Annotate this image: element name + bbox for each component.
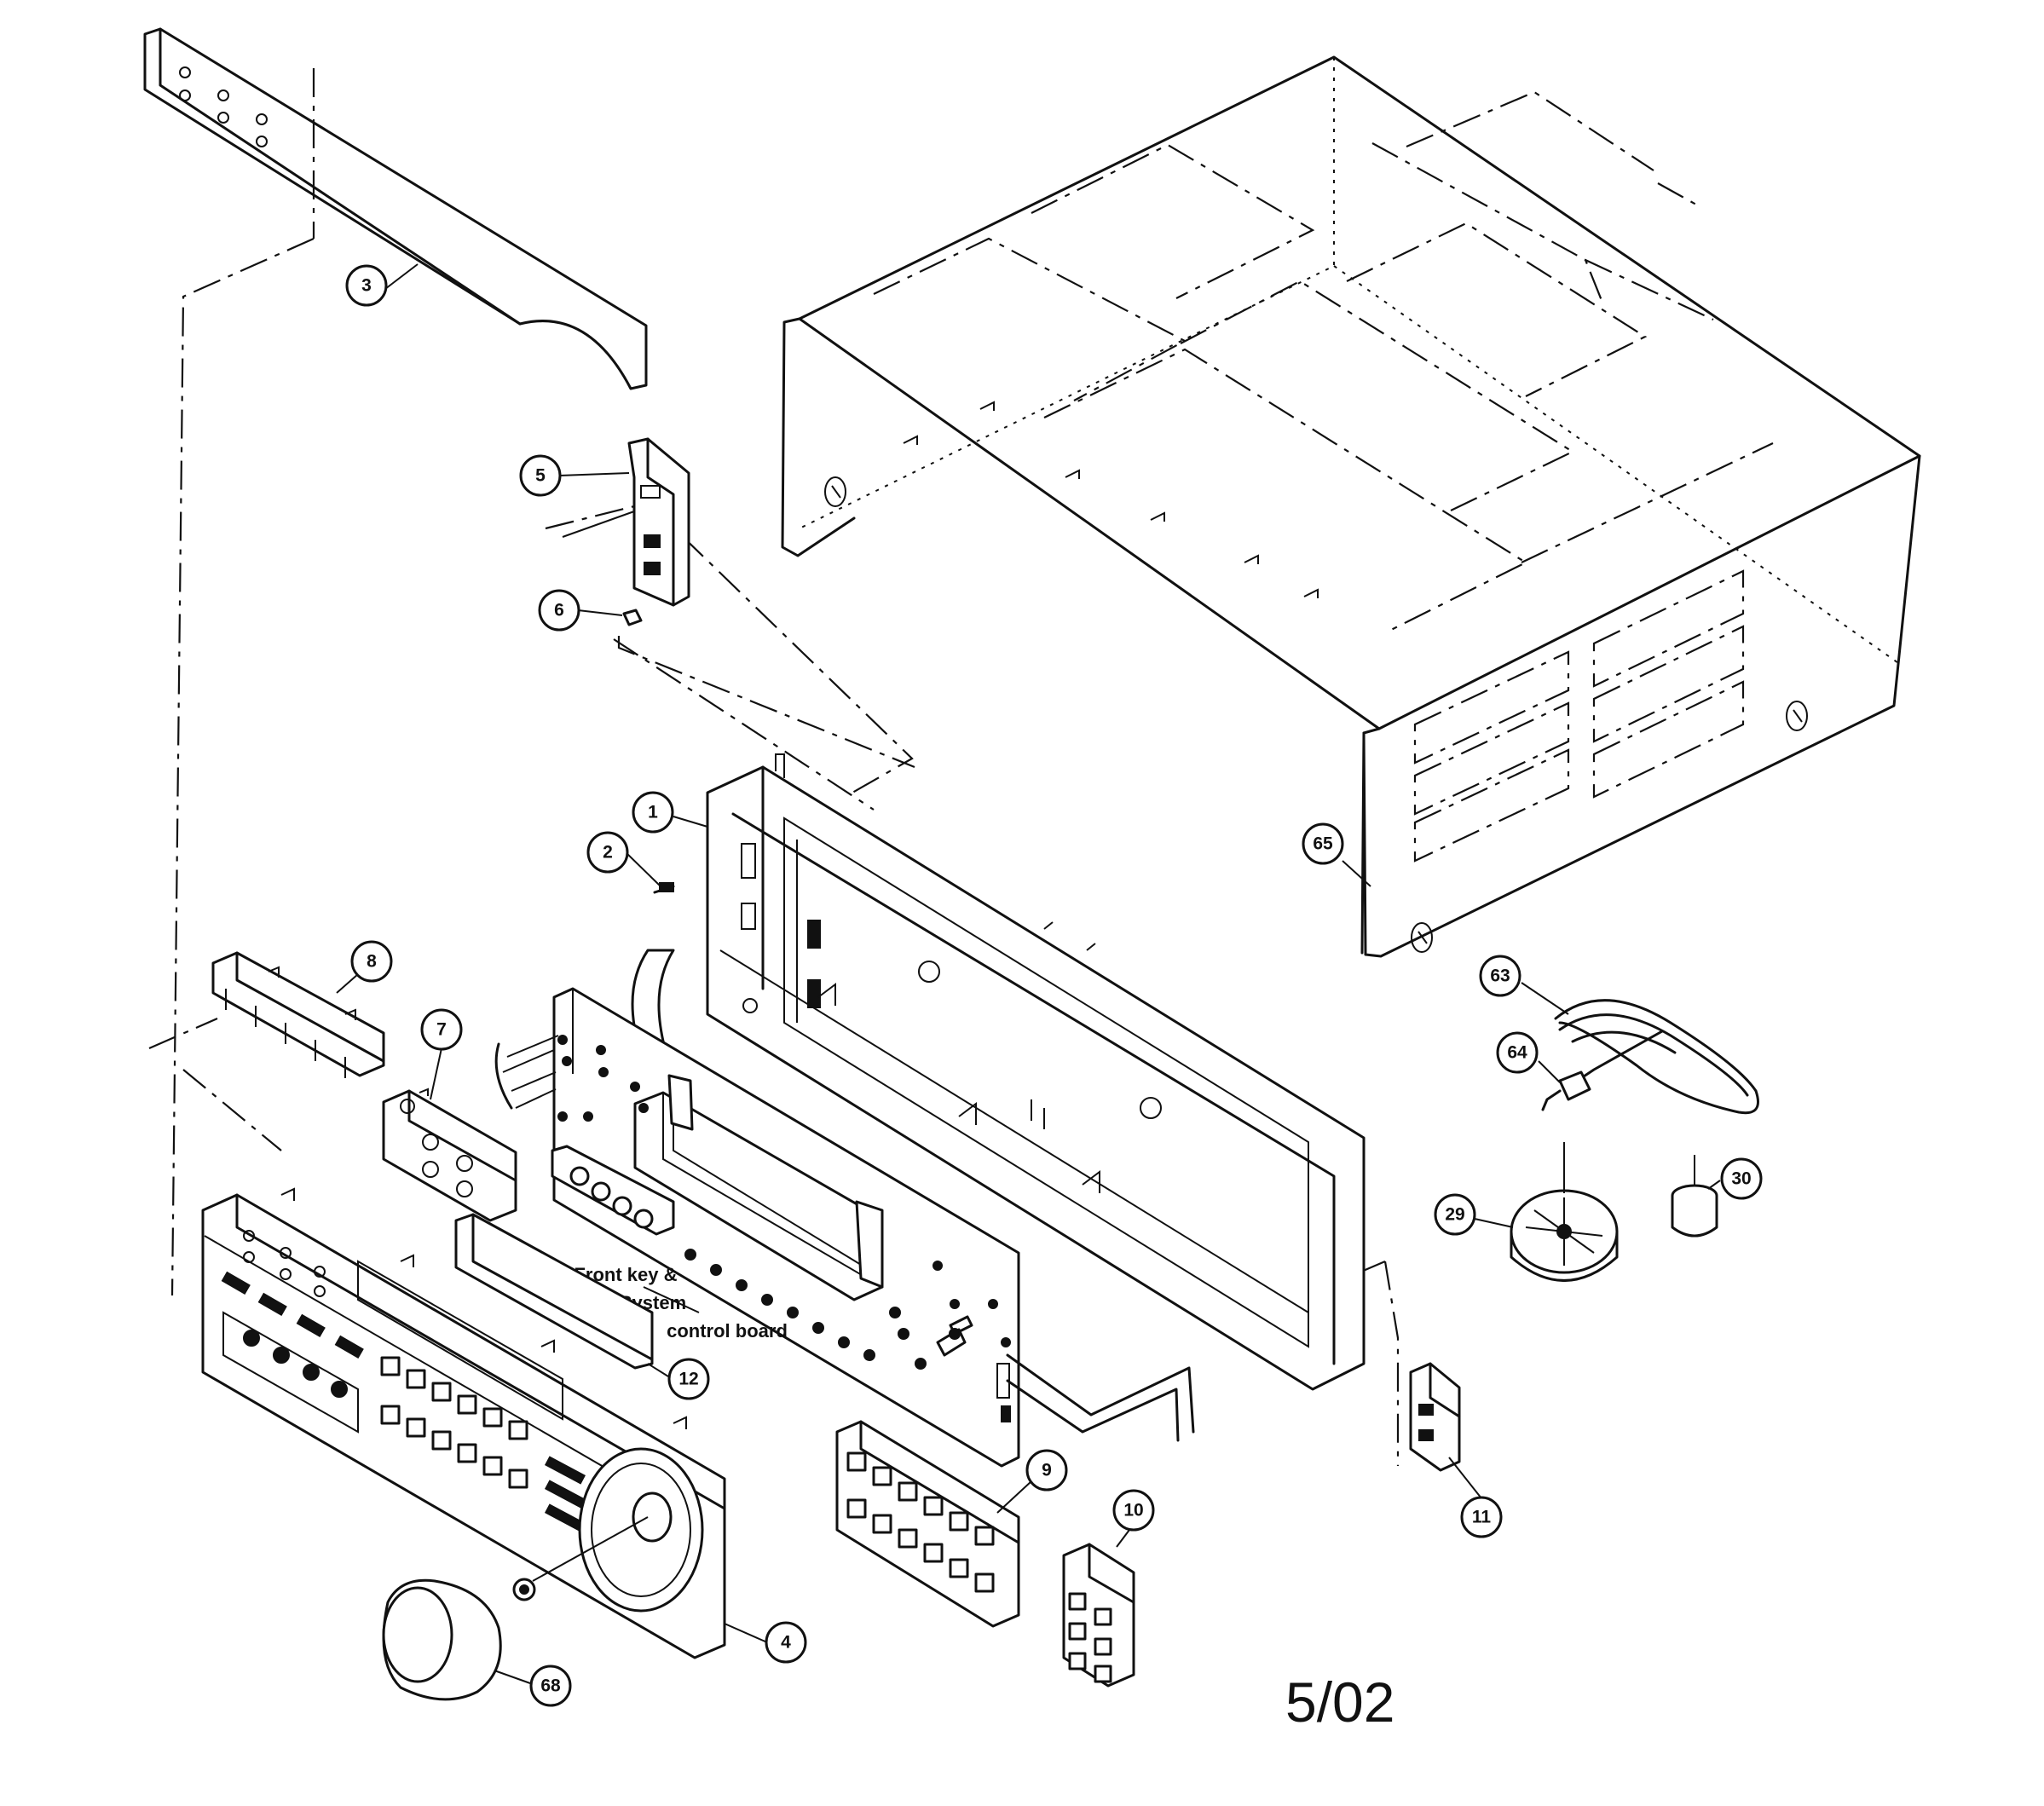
callout-65: 65 bbox=[1302, 822, 1344, 865]
svg-text:65: 65 bbox=[1313, 834, 1333, 854]
svg-text:6: 6 bbox=[554, 601, 564, 620]
svg-text:10: 10 bbox=[1123, 1501, 1143, 1520]
svg-text:30: 30 bbox=[1731, 1169, 1751, 1189]
svg-text:5: 5 bbox=[535, 466, 546, 486]
ribbon-cable bbox=[631, 949, 675, 1050]
top-bracket bbox=[143, 27, 648, 390]
callout-3: 3 bbox=[345, 264, 388, 307]
top-cover bbox=[781, 55, 1921, 958]
front-panel bbox=[201, 1187, 726, 1659]
svg-text:4: 4 bbox=[781, 1633, 791, 1653]
clip bbox=[617, 609, 915, 769]
svg-text:64: 64 bbox=[1507, 1043, 1527, 1063]
jack-holder-top bbox=[562, 437, 690, 607]
svg-text:1: 1 bbox=[648, 803, 658, 822]
svg-text:12: 12 bbox=[678, 1370, 698, 1389]
callout-6: 6 bbox=[538, 589, 580, 632]
small-button-block bbox=[1062, 1543, 1135, 1688]
display-window bbox=[454, 1213, 654, 1370]
svg-text:3: 3 bbox=[361, 276, 372, 296]
button-strip bbox=[211, 951, 385, 1078]
callout-2: 2 bbox=[586, 831, 629, 874]
screw bbox=[653, 882, 675, 894]
callout-4: 4 bbox=[765, 1621, 807, 1664]
callout-63: 63 bbox=[1479, 955, 1521, 997]
svg-text:9: 9 bbox=[1042, 1461, 1052, 1480]
board-label-line-3: control board bbox=[667, 1320, 788, 1342]
svg-text:8: 8 bbox=[367, 952, 377, 972]
callout-12: 12 bbox=[667, 1358, 710, 1400]
svg-text:63: 63 bbox=[1490, 966, 1510, 986]
power-cord bbox=[1554, 999, 1759, 1115]
svg-text:68: 68 bbox=[540, 1676, 561, 1696]
volume-knob bbox=[382, 1516, 649, 1701]
callout-30: 30 bbox=[1720, 1157, 1763, 1200]
callout-68: 68 bbox=[529, 1665, 572, 1707]
svg-text:7: 7 bbox=[436, 1020, 447, 1040]
input-jack-holder bbox=[382, 1088, 517, 1222]
keypad-button-set bbox=[835, 1420, 1020, 1628]
callout-10: 10 bbox=[1112, 1489, 1155, 1532]
svg-text:11: 11 bbox=[1472, 1508, 1492, 1527]
callout-29: 29 bbox=[1434, 1193, 1476, 1236]
svg-text:29: 29 bbox=[1445, 1205, 1464, 1225]
callout-8: 8 bbox=[350, 940, 393, 983]
svg-text:2: 2 bbox=[603, 843, 613, 863]
callout-11: 11 bbox=[1460, 1496, 1503, 1538]
front-chassis-panel bbox=[706, 753, 1366, 1391]
foot-cushion bbox=[1671, 1155, 1718, 1238]
callout-5: 5 bbox=[519, 454, 562, 497]
foot bbox=[1510, 1142, 1619, 1282]
control-board bbox=[494, 987, 1195, 1468]
callout-7: 7 bbox=[420, 1008, 463, 1051]
callout-1: 1 bbox=[632, 791, 674, 834]
power-plug bbox=[1541, 1070, 1591, 1111]
callout-64: 64 bbox=[1496, 1031, 1539, 1074]
date-label: 5/02 bbox=[1285, 1670, 1394, 1734]
callouts: 1 2 3 4 5 6 7 8 9 10 11 12 29 30 63 64 6… bbox=[336, 263, 1763, 1707]
callout-9: 9 bbox=[1025, 1449, 1068, 1492]
side-jack-holder bbox=[1409, 1362, 1461, 1472]
